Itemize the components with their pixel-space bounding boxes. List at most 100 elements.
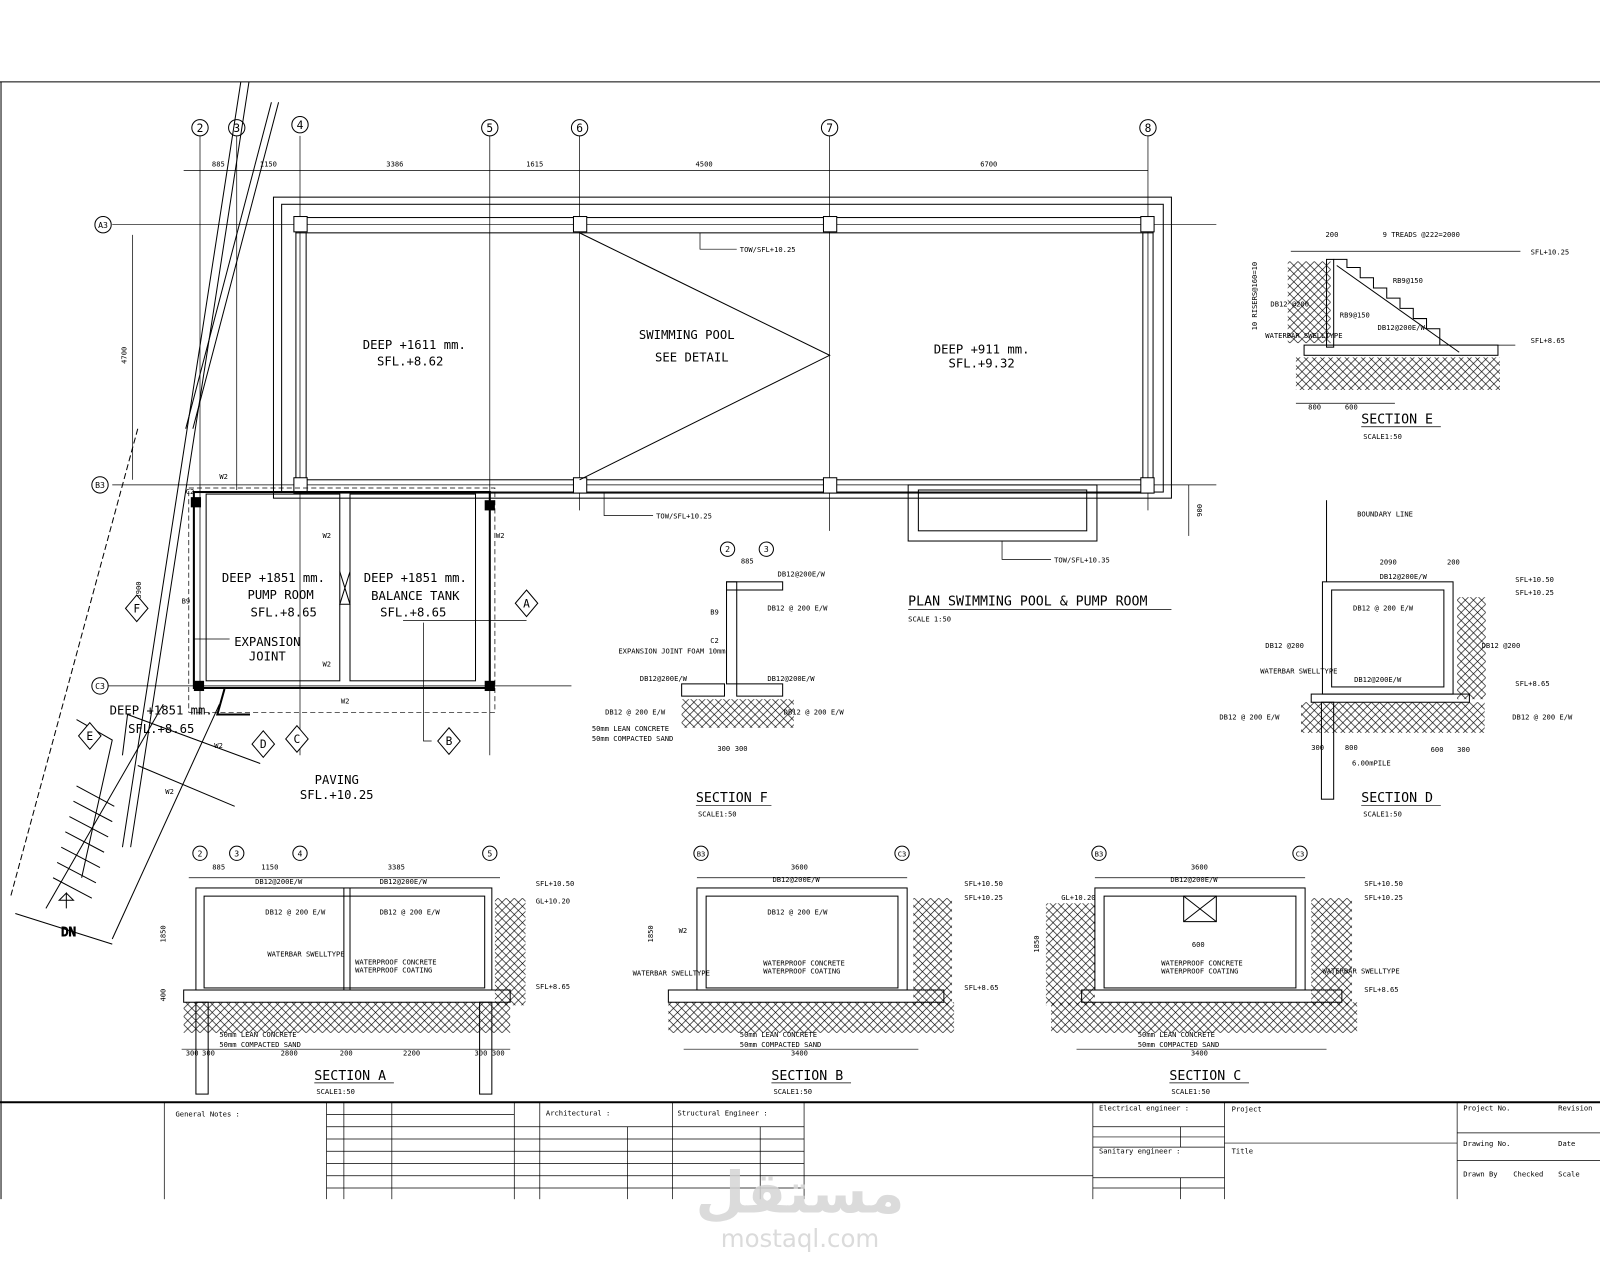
label-plan-dims-top-2: 3386 xyxy=(386,160,403,169)
label-sections-C-scale: SCALE1:50 xyxy=(1171,1087,1210,1096)
label-plan-dims-top-0: 885 xyxy=(212,160,225,169)
section-marker-f[interactable]: F xyxy=(124,594,149,623)
label-sections-C-sfl1: SFL+10.50 xyxy=(1364,879,1403,888)
label-sections-B-db-in: DB12 @ 200 E/W xyxy=(767,907,828,916)
label-sections-D-db-bot: DB12@200E/W xyxy=(1354,675,1402,684)
label-plan-stair-deep: DEEP +1851 mm. xyxy=(110,703,213,717)
label-sections-F-db3: DB12@200E/W xyxy=(640,674,688,683)
label-sections-D-sfl3: SFL+8.65 xyxy=(1515,679,1549,688)
label-title-block-date: Date xyxy=(1558,1139,1575,1148)
section-marker-e[interactable]: E xyxy=(77,721,102,750)
label-sections-A-sfl3: SFL+8.65 xyxy=(536,982,570,991)
label-title-block-title: Title xyxy=(1232,1146,1253,1155)
label-sections-D-sfl1: SFL+10.50 xyxy=(1515,575,1554,584)
label-sections-B-title: SECTION B xyxy=(771,1069,843,1084)
label-sections-A-lean: 50mm LEAN CONCRETE xyxy=(219,1030,296,1039)
label-sections-E-title: SECTION E xyxy=(1361,413,1433,428)
section-marker-b[interactable]: B xyxy=(423,622,461,756)
label-sections-F-db2: DB12 @ 200 E/W xyxy=(767,603,828,612)
label-plan-tank-deep: DEEP +1851 mm. xyxy=(364,571,467,585)
label-plan-w2: W2 xyxy=(341,696,350,705)
label-sections-E-sfl-top: SFL+10.25 xyxy=(1531,247,1570,256)
label-sections-D-dim-top: 2090 xyxy=(1380,557,1397,566)
label-sections-A-db-top: DB12@200E/W xyxy=(255,877,303,886)
section-marker-a[interactable]: A xyxy=(403,589,539,621)
section-a: 2 3 4 5 885 1150 3385 DB12@200E/W DB12@2… xyxy=(158,845,574,1096)
label-sections-C-opening: 600 xyxy=(1192,940,1205,949)
watermark-logo: مستقل mostaql.com xyxy=(696,1160,905,1253)
label-plan-grid-cols-3: 5 xyxy=(487,848,492,858)
label-sections-C-sand: 50mm COMPACTED SAND xyxy=(1138,1040,1220,1049)
stair-plan: DN xyxy=(15,713,261,945)
grid-bubble-sa-2: 2 xyxy=(192,845,208,861)
section-marker-d[interactable]: D xyxy=(251,730,276,759)
label-title-block-sanitary: Sanitary engineer : xyxy=(1099,1146,1181,1155)
section-d: BOUNDARY LINE 2090 200 DB12@200E/W DB12 … xyxy=(1219,500,1573,819)
label-plan-pool-sfl-left: SFL.+8.62 xyxy=(377,355,443,369)
label-sections-B-sfl2: SFL+10.25 xyxy=(964,893,1003,902)
label-sections-D-dims-1: 800 xyxy=(1345,743,1358,752)
label-plan-dn: DN xyxy=(61,925,76,939)
grid-bubble-sa-3: 3 xyxy=(229,845,245,861)
label-plan-pool-deep-right: DEEP +911 mm. xyxy=(934,342,1030,356)
label-sections-E-db3: DB12@200E/W xyxy=(1378,323,1426,332)
label-sections-B-sand: 50mm COMPACTED SAND xyxy=(740,1040,822,1049)
label-sections-D-db-out-l: DB12 @ 200 E/W xyxy=(1219,713,1280,722)
label-sections-C-waterbar: WATERBAR SWELLTYPE xyxy=(1322,967,1399,976)
label-title-block-scale: Scale xyxy=(1558,1170,1579,1179)
label-sections-E-waterbar: WATERBAR SWELLTYPE xyxy=(1265,331,1342,340)
label-title-block-drawing-no: Drawing No. xyxy=(1463,1139,1510,1148)
label-sections-A-dims-bot-3: 200 xyxy=(340,1048,353,1057)
label-sections-D-db-in: DB12 @ 200 E/W xyxy=(1353,603,1414,612)
label-plan-w2: W2 xyxy=(214,741,223,750)
label-plan-grid-cols-0: 2 xyxy=(725,544,730,554)
label-plan-pump-deep: DEEP +1851 mm. xyxy=(222,571,325,585)
label-sections-A-dims-bot-2: 2800 xyxy=(281,1048,298,1057)
label-plan-grid-rows-0: A3 xyxy=(98,220,108,230)
label-sections-B-waterbar: WATERBAR SWELLTYPE xyxy=(633,969,710,978)
label-title-block-architectural: Architectural : xyxy=(546,1109,610,1118)
label-sections-C-db-top: DB12@200E/W xyxy=(1170,875,1218,884)
label-sections-A-coating: WATERPROOF COATING xyxy=(355,966,432,975)
label-plan-pool-detail: SEE DETAIL xyxy=(655,350,729,364)
label-sections-B-dim-bot: 3400 xyxy=(791,1048,808,1057)
label-plan-c2: C2 xyxy=(710,636,719,645)
label-plan-dim-side: 4700 xyxy=(120,347,129,364)
grid-bubble-5: 5 xyxy=(481,119,499,137)
label-sections-E-rb2: RB9@150 xyxy=(1340,311,1370,320)
label-title-block-project-no: Project No. xyxy=(1463,1103,1510,1112)
label-sections-E-rb: RB9@150 xyxy=(1393,276,1423,285)
label-plan-grid-cols-1: 3 xyxy=(233,122,240,135)
label-plan-grid-cols-2: 4 xyxy=(298,848,303,858)
title-block: General Notes : Architectural : Structur… xyxy=(163,1102,1600,1200)
label-plan-grid-rows-1: B3 xyxy=(1095,849,1104,858)
label-sections-F-sand: 50mm COMPACTED SAND xyxy=(592,734,674,743)
label-sections-B-db-top: DB12@200E/W xyxy=(772,875,820,884)
label-title-block-checked: Checked xyxy=(1513,1170,1543,1179)
label-sections-F-exp: EXPANSION JOINT FOAM 10mm xyxy=(618,646,725,655)
label-sections-A-waterbar: WATERBAR SWELLTYPE xyxy=(267,949,344,958)
label-title-block-general-notes: General Notes : xyxy=(176,1110,240,1119)
label-sections-D-db-r: DB12 @200 xyxy=(1482,641,1521,650)
label-sections-F-db5: DB12 @ 200 E/W xyxy=(605,707,666,716)
swimming-pool-outline xyxy=(272,196,1172,542)
label-plan-dims-top-5: 6700 xyxy=(980,160,997,169)
label-sections-D-scale: SCALE1:50 xyxy=(1363,810,1402,819)
label-plan-grid-rows-2: C3 xyxy=(1296,849,1305,858)
label-plan-expansion2: JOINT xyxy=(249,649,286,663)
label-title-block-revision: Revision xyxy=(1558,1103,1592,1112)
label-sections-A-dims-bot-0: 300 xyxy=(186,1048,199,1057)
label-sections-F-dims-0: 300 xyxy=(717,744,730,753)
label-sections-D-boundary: BOUNDARY LINE xyxy=(1357,510,1413,519)
grid-bubble-7: 7 xyxy=(820,119,839,137)
label-sections-F-title: SECTION F xyxy=(696,791,768,806)
label-plan-grid-cols-1: 3 xyxy=(764,544,769,554)
label-plan-w2: W2 xyxy=(322,531,331,540)
label-plan-grid-cols-4: 6 xyxy=(576,122,583,135)
label-plan-grid-cols-0: 2 xyxy=(197,122,204,135)
grid-bubble-sa-5: 5 xyxy=(482,845,498,861)
label-plan-section-markers-3: C xyxy=(294,733,301,746)
label-plan-w2: W2 xyxy=(165,787,174,796)
label-sections-B-coating: WATERPROOF COATING xyxy=(763,967,840,976)
section-marker-c[interactable]: C xyxy=(285,724,309,754)
